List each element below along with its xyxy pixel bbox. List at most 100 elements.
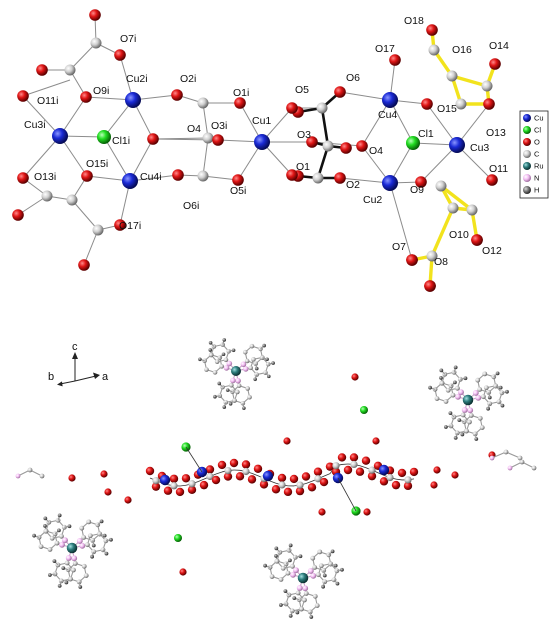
carbon-atom xyxy=(312,172,324,184)
oxygen-atom xyxy=(356,140,368,152)
hydrogen-atom xyxy=(47,573,52,577)
oxygen-atom xyxy=(124,496,132,504)
carbon-atom xyxy=(86,519,92,525)
label-cl1: Cl1 xyxy=(418,128,434,140)
legend-c-swatch xyxy=(523,150,531,158)
carbon-atom xyxy=(445,387,451,393)
hydrogen-atom xyxy=(52,559,57,563)
label-o7: O7 xyxy=(392,241,406,253)
carbon-atom xyxy=(235,389,240,395)
hydrogen-atom xyxy=(109,537,113,542)
nitrogen-atom xyxy=(307,568,314,574)
oxygen-atom xyxy=(403,481,413,491)
oxygen-atom xyxy=(17,172,29,184)
hydrogen-atom xyxy=(91,543,96,548)
label-o17i: O17i xyxy=(119,220,141,232)
oxygen-atom xyxy=(235,472,245,481)
copper-atom xyxy=(449,137,465,153)
carbon-atom xyxy=(54,540,60,546)
carbon-atom xyxy=(81,535,87,540)
hydrogen-atom xyxy=(457,418,462,423)
nitrogen-atom xyxy=(489,455,495,461)
hydrogen-atom xyxy=(505,389,509,394)
chlorine-atom xyxy=(406,136,420,150)
ruthenium-atom xyxy=(66,542,78,554)
oxygen-atom xyxy=(17,90,29,102)
carbon-atom xyxy=(214,359,220,365)
carbon-atom xyxy=(386,473,394,482)
copper-atom xyxy=(52,128,68,144)
chain-bond xyxy=(215,471,223,475)
oxygen-atom xyxy=(12,209,24,221)
nitrogen-atom xyxy=(15,473,21,479)
carbon-atom xyxy=(212,370,218,375)
hydrogen-atom xyxy=(231,348,236,353)
hydrogen-atom xyxy=(222,338,227,342)
hydrogen-atom xyxy=(288,614,293,618)
carbon-atom xyxy=(446,70,458,82)
copper-atom xyxy=(159,474,171,486)
hydrogen-atom xyxy=(213,394,217,399)
oxygen-atom xyxy=(277,473,287,483)
label-o2i: O2i xyxy=(180,73,196,85)
hydrogen-atom xyxy=(57,513,62,518)
ru-bipyridine-complex xyxy=(428,365,509,441)
carbon-atom xyxy=(79,525,85,531)
hydrogen-atom xyxy=(222,405,227,409)
cu-cl-bond xyxy=(185,446,203,473)
carbon-atom xyxy=(404,476,412,484)
nitrogen-atom xyxy=(71,555,78,562)
label-o6i: O6i xyxy=(183,200,199,212)
oxygen-atom xyxy=(301,472,311,481)
label-o3i: O3i xyxy=(211,120,227,132)
oxygen-atom xyxy=(78,259,90,271)
nitrogen-atom xyxy=(293,567,299,574)
nitrogen-atom xyxy=(472,390,479,396)
hydrogen-atom xyxy=(57,528,61,533)
label-o16: O16 xyxy=(452,44,472,56)
carbon-atom xyxy=(81,563,87,569)
carbon-atom xyxy=(519,459,525,465)
nitrogen-atom xyxy=(59,541,65,548)
nitrogen-atom xyxy=(223,365,230,371)
nitrogen-atom xyxy=(62,537,68,544)
oxygen-atom xyxy=(334,172,346,184)
label-o1i: O1i xyxy=(233,87,249,99)
label-o15i: O15i xyxy=(86,158,108,170)
nitrogen-atom xyxy=(79,542,86,549)
hydrogen-atom xyxy=(61,566,66,571)
carbon-atom xyxy=(49,535,55,541)
hydrogen-atom xyxy=(283,589,288,593)
chain-bond xyxy=(323,473,331,477)
oxygen-atom xyxy=(36,64,48,76)
carbon-atom xyxy=(38,544,44,549)
label-o18: O18 xyxy=(404,15,424,27)
carbon-atom xyxy=(468,412,474,418)
atom-spheres xyxy=(12,9,501,292)
carbon-atom xyxy=(503,449,509,455)
carbon-atom xyxy=(316,102,328,114)
coordination-bond xyxy=(361,99,391,147)
hydrogen-atom xyxy=(453,365,458,370)
nitrogen-atom xyxy=(310,572,317,579)
carbon-atom xyxy=(350,460,358,469)
legend-o-label: O xyxy=(534,138,540,147)
oxygen-atom xyxy=(318,508,326,516)
coordination-bond xyxy=(22,95,61,137)
coordination-bond xyxy=(420,144,458,183)
carbon-atom xyxy=(206,472,214,481)
hydrogen-atom xyxy=(217,381,222,386)
coordination-bond xyxy=(339,177,391,184)
carbon-atom xyxy=(242,349,248,355)
oxygen-atom xyxy=(211,475,221,485)
hydrogen-atom xyxy=(292,596,297,601)
hydrogen-atom xyxy=(486,406,491,411)
carbon-atom xyxy=(27,467,33,473)
hydrogen-atom xyxy=(322,573,327,578)
carbon-atom xyxy=(334,568,340,574)
hydrogen-atom xyxy=(428,385,432,390)
hydrogen-atom xyxy=(228,402,233,406)
oxalate-bond xyxy=(83,229,99,266)
